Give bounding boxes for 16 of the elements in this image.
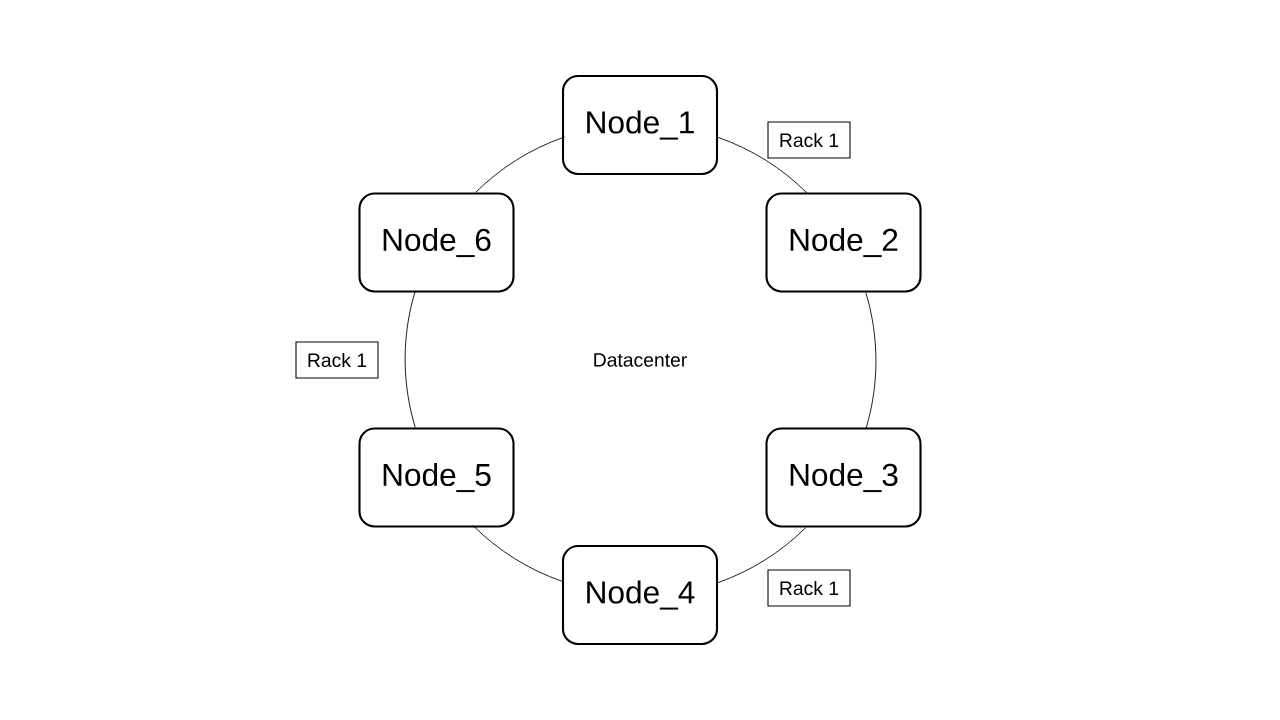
ring-connector xyxy=(472,525,563,582)
ring-connector xyxy=(865,292,877,430)
node-box: Node_2 xyxy=(765,192,922,293)
rack-box: Rack 1 xyxy=(295,341,379,379)
rack-box: Rack 1 xyxy=(767,121,851,159)
ring-connector xyxy=(404,290,416,428)
node-box: Node_3 xyxy=(765,427,922,528)
node-box: Node_1 xyxy=(561,74,719,176)
node-box: Node_6 xyxy=(358,192,515,293)
node-box: Node_5 xyxy=(358,427,515,528)
ring-connector xyxy=(716,527,807,584)
node-box: Node_4 xyxy=(561,544,719,646)
ring-connector xyxy=(475,136,565,193)
rack-box: Rack 1 xyxy=(767,569,851,607)
center-label: Datacenter xyxy=(594,353,687,367)
ring-connector xyxy=(717,136,808,194)
